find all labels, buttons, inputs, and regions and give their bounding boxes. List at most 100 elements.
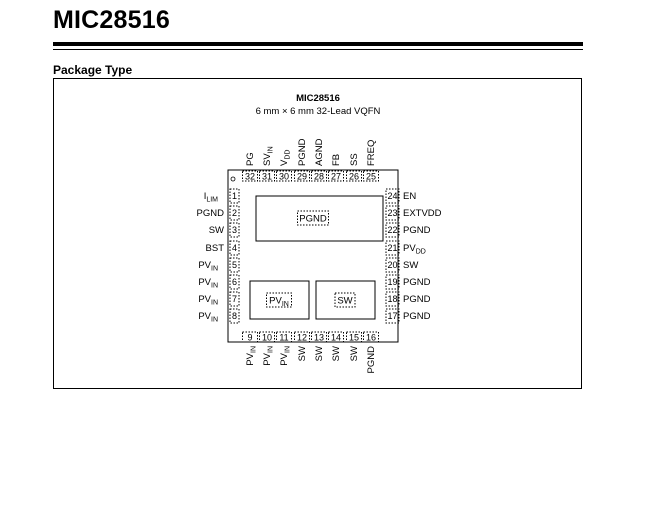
pin-name-text: SW	[337, 296, 352, 307]
pin-label-30: VDD	[279, 150, 292, 166]
pin-pad-left-2	[229, 205, 240, 221]
pin-number-15: 15	[349, 333, 359, 343]
package-name: MIC28516	[296, 93, 340, 104]
pin-label-16: PGND	[366, 346, 377, 374]
pin-pad-top-31	[259, 170, 275, 182]
pin-label-6: PVIN	[198, 277, 218, 290]
pad-label-top: PGND	[299, 214, 327, 225]
pin-pad-bottom-15	[346, 331, 362, 343]
pin-name-text: PV	[198, 260, 211, 271]
pin-pad-top-32	[242, 170, 258, 182]
exposed-pad-pvin	[249, 280, 310, 320]
pin-name-subscript: IN	[251, 346, 258, 353]
pin-number-19: 19	[387, 277, 397, 287]
pads-layer: PGND PVIN SW	[266, 210, 356, 308]
pin-name-subscript: IN	[282, 301, 289, 308]
pin-number-6: 6	[232, 277, 237, 287]
pin-number-23: 23	[387, 208, 397, 218]
pin-name-text: PV	[262, 352, 273, 365]
pin-number-32: 32	[245, 172, 255, 182]
pin-name-subscript: LIM	[206, 197, 218, 204]
pin-pad-top-27	[328, 170, 344, 182]
pin-number-7: 7	[232, 294, 237, 304]
pin-number-8: 8	[232, 311, 237, 321]
pad-label-box-top	[297, 210, 329, 226]
pin-name-text: V	[279, 159, 290, 166]
pin-name-text: SW	[209, 225, 224, 236]
pin-number-25: 25	[366, 172, 376, 182]
pin-pad-right-20	[385, 257, 400, 273]
pin-label-9: PVIN	[245, 346, 258, 366]
pad-label-bottom_right: SW	[337, 296, 352, 307]
pin-label-4: BST	[206, 243, 225, 254]
document-title: MIC28516	[53, 6, 170, 34]
pin-name-text: PGND	[297, 138, 308, 166]
pin-name-text: SW	[403, 260, 418, 271]
pin-number-13: 13	[314, 333, 324, 343]
pin-number-4: 4	[232, 243, 237, 253]
pin-name-text: PGND	[366, 346, 377, 374]
pin-name-text: SV	[262, 153, 273, 166]
pin-number-18: 18	[387, 294, 397, 304]
pin-pad-bottom-12	[294, 331, 310, 343]
pin-label-24: EN	[403, 191, 416, 202]
pin-pad-top-30	[276, 170, 292, 182]
pin-name-text: BST	[206, 243, 225, 254]
pin-pad-left-3	[229, 222, 240, 238]
pin-number-22: 22	[387, 225, 397, 235]
pin-label-11: PVIN	[279, 346, 292, 366]
pin-label-19: PGND	[403, 277, 431, 288]
pin-pad-right-21	[385, 240, 400, 256]
pin-pad-top-29	[294, 170, 310, 182]
pin-number-3: 3	[232, 225, 237, 235]
pin-name-subscript: IN	[211, 317, 218, 324]
pin-label-2: PGND	[197, 208, 225, 219]
pin-label-25: FREQ	[366, 140, 377, 166]
pin-label-26: SS	[349, 153, 360, 166]
pin-label-20: SW	[403, 260, 418, 271]
pin-name-text: PV	[198, 311, 211, 322]
pin-number-14: 14	[331, 333, 341, 343]
pin-name-subscript: IN	[268, 146, 275, 153]
pin-name-text: FREQ	[366, 140, 377, 166]
pad-label-box-bottom_right	[334, 292, 356, 308]
pad-label-box-bottom_left	[266, 292, 292, 308]
pin-number-29: 29	[297, 172, 307, 182]
pin-label-32: PG	[245, 152, 256, 166]
pin-number-16: 16	[366, 333, 376, 343]
pin-name-subscript: IN	[211, 266, 218, 273]
pin-pad-left-7	[229, 291, 240, 307]
pin-name-text: PGND	[403, 277, 431, 288]
pin-pad-bottom-11	[276, 331, 292, 343]
pin-label-18: PGND	[403, 294, 431, 305]
pin-pad-right-19	[385, 274, 400, 290]
pin-name-subscript: IN	[211, 283, 218, 290]
pin-label-22: PGND	[403, 225, 431, 236]
pin-name-subscript: IN	[268, 346, 275, 353]
pin-pad-bottom-13	[311, 331, 327, 343]
pin-number-30: 30	[279, 172, 289, 182]
title-rule-thick	[53, 42, 583, 46]
pin-pad-left-1	[229, 188, 240, 204]
pin-number-17: 17	[387, 311, 397, 321]
pin-name-text: PV	[245, 352, 256, 365]
pin-pad-left-8	[229, 308, 240, 324]
pin-name-text: SW	[297, 346, 308, 361]
pin-number-31: 31	[262, 172, 272, 182]
pin-number-26: 26	[349, 172, 359, 182]
pin-number-5: 5	[232, 260, 237, 270]
pin-number-27: 27	[331, 172, 341, 182]
pin-pad-right-18	[385, 291, 400, 307]
pin-name-text: SW	[314, 346, 325, 361]
pin-label-27: FB	[331, 154, 342, 166]
package-description: 6 mm × 6 mm 32-Lead VQFN	[256, 106, 381, 117]
pin-number-20: 20	[387, 260, 397, 270]
pin-name-text: PGND	[299, 214, 327, 225]
pin-pad-top-28	[311, 170, 327, 182]
exposed-pad-sw	[315, 280, 376, 320]
pin-name-text: PV	[269, 296, 282, 307]
pin-name-text: EXTVDD	[403, 208, 442, 219]
title-rule-thin	[53, 49, 583, 50]
pin-name-text: I	[204, 191, 207, 202]
